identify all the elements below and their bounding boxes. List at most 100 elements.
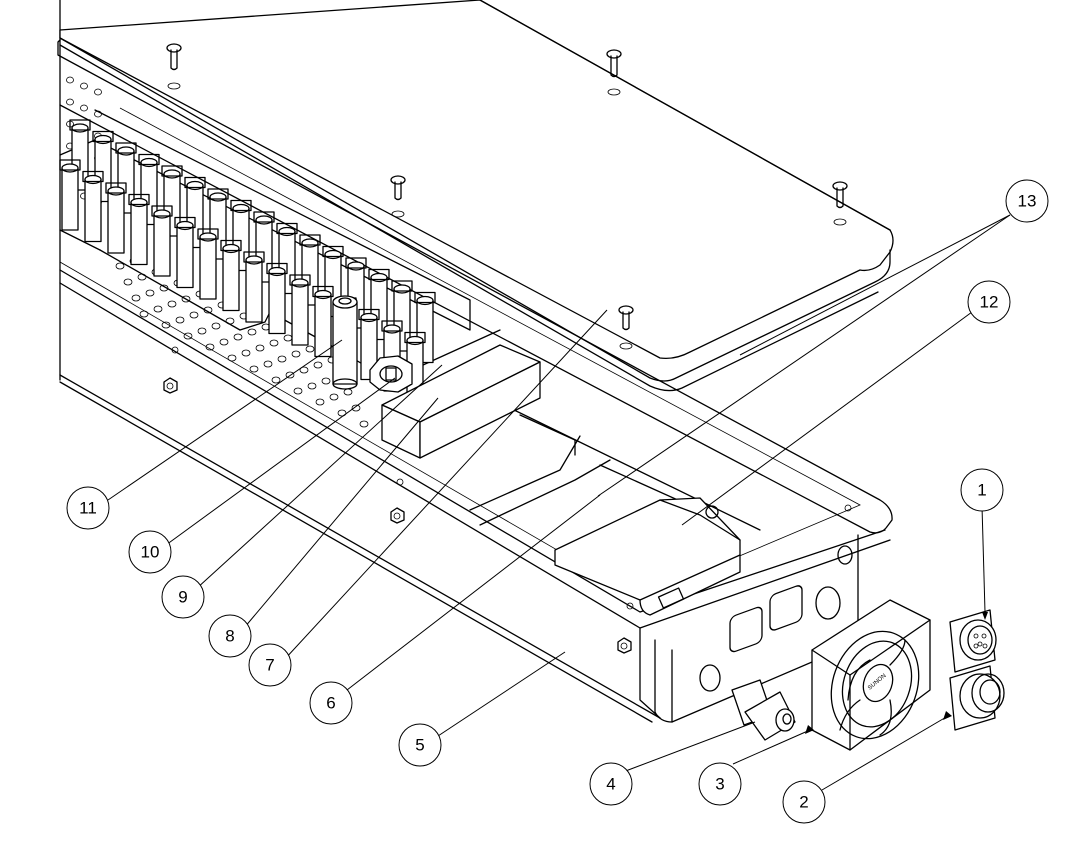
perforation-hole: [285, 371, 295, 379]
perforation-hole: [197, 327, 207, 335]
screw-5: [618, 305, 634, 350]
circular-connector-upper: [949, 609, 997, 673]
callout-7: 7: [248, 643, 292, 687]
circular-connector-lower: [949, 665, 1005, 731]
callout-3-number: 3: [715, 775, 724, 794]
battery-cell: [197, 228, 219, 300]
battery-cell: [128, 193, 150, 266]
perforation-hole: [167, 300, 177, 308]
perforation-hole: [299, 366, 309, 374]
cover-screws: [166, 43, 848, 350]
battery-cell: [266, 262, 288, 335]
bms-module: [554, 497, 741, 616]
callout-10-number: 10: [141, 543, 160, 562]
callout-13: 13: [1005, 179, 1049, 223]
perforation-hole: [115, 262, 125, 270]
perforation-hole: [66, 98, 74, 106]
perforation-hole: [263, 360, 273, 368]
callout-7-number: 7: [265, 656, 274, 675]
perforation-hole: [80, 82, 88, 90]
callout-9-number: 9: [178, 588, 187, 607]
callout-8-number: 8: [225, 627, 234, 646]
perforation-hole: [139, 310, 149, 318]
perforation-hole: [205, 343, 215, 351]
callout-1-number: 1: [977, 481, 986, 500]
perforation-hole: [219, 338, 229, 346]
perforation-hole: [225, 317, 235, 325]
callout-11: 11: [66, 486, 110, 530]
perforation-hole: [247, 328, 257, 336]
cell-holder-clip: [369, 355, 413, 393]
cable-gland: [731, 679, 796, 741]
battery-cell: [312, 285, 334, 358]
screw-2: [606, 49, 622, 96]
perforation-hole: [343, 388, 353, 396]
perforation-hole: [277, 355, 287, 363]
perforation-hole: [145, 289, 155, 297]
perforation-hole: [359, 420, 369, 428]
callout-3: 3: [698, 762, 742, 806]
perforation-hole: [175, 316, 185, 324]
perforation-hole: [337, 409, 347, 417]
screw-1: [166, 43, 182, 90]
perforation-hole: [283, 334, 293, 342]
nut-hardware: [163, 377, 632, 654]
perforation-hole: [271, 376, 281, 384]
battery-cell: [82, 170, 104, 243]
perforation-hole: [203, 306, 213, 314]
perforation-hole: [161, 321, 171, 329]
battery-cell: [220, 239, 242, 312]
perforation-hole: [291, 350, 301, 358]
callout-5-number: 5: [415, 736, 424, 755]
enclosure-tray: [57, 0, 893, 723]
top-cover-plate: [59, 0, 894, 392]
battery-cell-pack: [59, 109, 471, 404]
leader-lines: [107, 214, 1011, 791]
perforation-hole: [181, 295, 191, 303]
callout-5: 5: [398, 723, 442, 767]
perforation-hole: [329, 393, 339, 401]
battery-cell: [105, 182, 127, 254]
insulation-sheet: [469, 407, 761, 531]
callout-bubbles: 1 2 3 4 5 6 7 8: [66, 179, 1049, 824]
perforation-hole: [227, 354, 237, 362]
battery-cell: [289, 274, 311, 346]
single-cell: [332, 295, 358, 390]
perforation-hole: [137, 273, 147, 281]
battery-cell: [59, 159, 81, 231]
battery-cell: [358, 308, 380, 381]
screw-4: [832, 181, 848, 226]
callout-1: 1: [960, 468, 1004, 512]
callout-2-number: 2: [799, 793, 808, 812]
perforation-hole: [94, 88, 102, 96]
perforation-hole: [66, 76, 74, 84]
perforation-hole: [241, 349, 251, 357]
callout-11-number: 11: [79, 499, 97, 518]
perforation-hole: [307, 382, 317, 390]
perforation-hole: [313, 361, 323, 369]
callout-6-number: 6: [326, 694, 335, 713]
callout-12-number: 12: [980, 293, 999, 312]
callout-6: 6: [309, 681, 353, 725]
perforation-hole: [189, 311, 199, 319]
perforation-hole: [293, 387, 303, 395]
battery-cell: [243, 251, 265, 323]
perforation-hole: [269, 339, 279, 347]
perforation-hole: [233, 333, 243, 341]
foam-block: [381, 344, 541, 459]
callout-10: 10: [128, 530, 172, 574]
callout-4-number: 4: [606, 775, 615, 794]
cooling-fan: SUNON: [811, 599, 931, 751]
perforation-hole: [321, 377, 331, 385]
callout-8: 8: [208, 614, 252, 658]
battery-cell: [174, 216, 196, 289]
perforation-hole: [305, 345, 315, 353]
callout-4: 4: [589, 762, 633, 806]
callout-12: 12: [967, 280, 1011, 324]
perforation-hole: [255, 344, 265, 352]
callout-2: 2: [782, 780, 826, 824]
perforation-hole: [159, 284, 169, 292]
perforation-hole: [153, 305, 163, 313]
callout-9: 9: [161, 575, 205, 619]
